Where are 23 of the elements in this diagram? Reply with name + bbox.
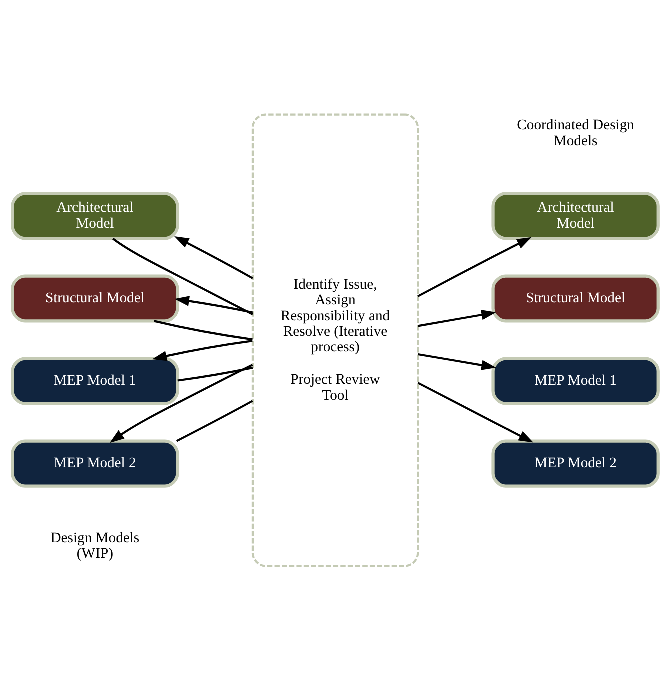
arrow — [418, 309, 496, 327]
node-box: MEP Model 1 — [492, 356, 660, 405]
arrow — [174, 296, 254, 314]
arrow — [152, 340, 253, 361]
connector — [176, 400, 254, 442]
arrow — [110, 364, 254, 443]
label: Coordinated Design Models — [517, 117, 634, 149]
node-box: Identify Issue, Assign Responsibility and Resolve (Iterative process) Project Review Tool — [252, 113, 420, 567]
connector — [154, 320, 253, 340]
node-box: MEP Model 1 — [11, 356, 180, 405]
arrow — [418, 236, 532, 297]
node-box: MEP Model 2 — [11, 439, 180, 488]
arrow — [418, 352, 496, 370]
node-box: Structural Model — [492, 274, 660, 322]
node-box: MEP Model 2 — [492, 439, 660, 488]
arrow — [174, 236, 254, 279]
node-box: Architectural Model — [11, 192, 180, 240]
connector — [178, 366, 254, 382]
node-box: Structural Model — [11, 274, 180, 322]
arrow — [418, 382, 534, 442]
label: Design Models (WIP) — [50, 530, 140, 562]
node-box: Architectural Model — [492, 192, 660, 240]
connector — [112, 238, 254, 315]
